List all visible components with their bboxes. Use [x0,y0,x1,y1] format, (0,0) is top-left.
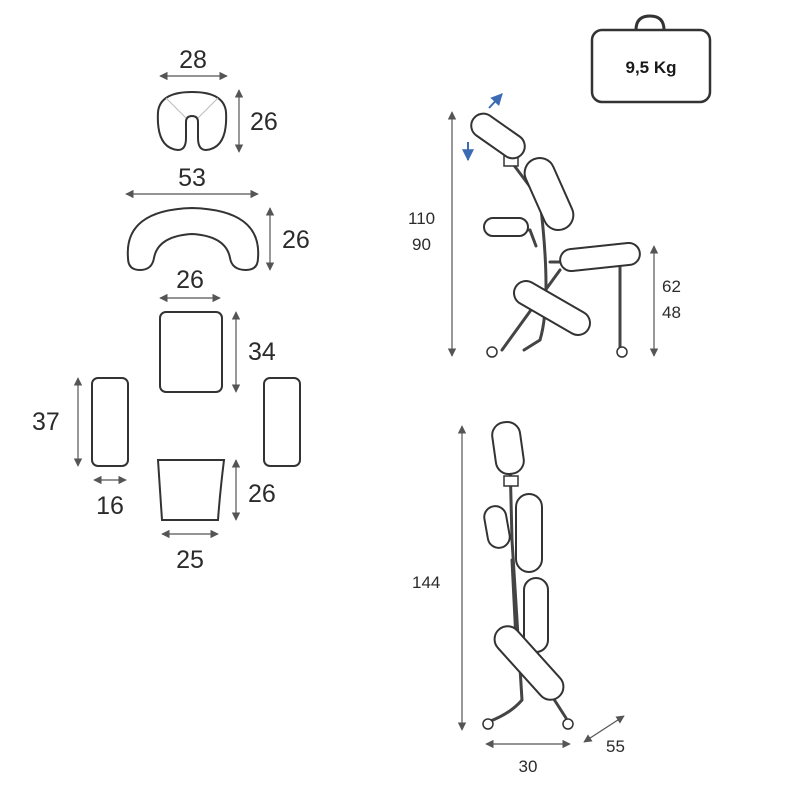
face-cradle: 28 26 [156,46,278,153]
chest-pad-shape [126,206,260,272]
bag-body-icon [590,28,712,104]
side-chest-pad [523,156,575,232]
seat-height-min-label: 48 [662,303,681,322]
knee-pad-width-label: 25 [176,546,204,574]
side-arm-rest [483,217,529,237]
side-height-min-label: 90 [412,235,431,254]
folded-frame-main [486,458,524,724]
folded-knee-pad [493,625,565,701]
folded-depth-label: 30 [519,757,538,776]
seat-pad-shape [159,311,223,393]
weight-bag: 9,5 Kg [590,14,712,104]
side-foot-front [486,346,498,358]
arm-pad-left [91,377,129,467]
folded-chest-pad [515,493,543,573]
adjust-up-arrow-icon [488,93,503,109]
weight-label: 9,5 Kg [625,58,676,77]
bag-handle-icon [634,14,666,31]
arm-pad-width-label: 16 [96,492,124,520]
side-foot-back [616,346,628,358]
folded-foot-back [562,718,574,730]
folded-width-label: 55 [606,737,625,756]
folded-height-label: 144 [412,573,440,592]
side-height-max-label: 110 [408,209,435,228]
folded-foot-front [482,718,494,730]
folded-view: 144 30 55 [412,420,625,776]
arm-pad-height-label: 37 [32,408,60,436]
chest-pad: 53 26 [125,164,310,272]
side-seat-pad [559,241,641,273]
arm-pads: 37 16 [32,377,301,520]
chest-pad-height-label: 26 [282,226,310,254]
folded-face-cradle [491,420,525,476]
side-knee-pad [513,280,591,336]
knee-pad-shape [156,459,226,521]
seat-height-max-label: 62 [662,277,681,296]
side-view: 110 90 62 48 [408,93,681,358]
seat-pad: 26 34 [159,266,276,393]
seat-pad-width-label: 26 [176,266,204,294]
folded-frame-clamp [503,475,519,487]
face-cradle-width-label: 28 [179,46,207,74]
chest-pad-width-label: 53 [178,164,206,192]
folded-arm-rest [483,505,511,549]
arm-pad-right [263,377,301,467]
knee-pad-height-label: 26 [248,480,276,508]
face-cradle-height-label: 26 [250,108,278,136]
seat-pad-height-label: 34 [248,338,276,366]
knee-pad: 26 25 [156,459,276,574]
side-face-cradle [470,112,526,160]
